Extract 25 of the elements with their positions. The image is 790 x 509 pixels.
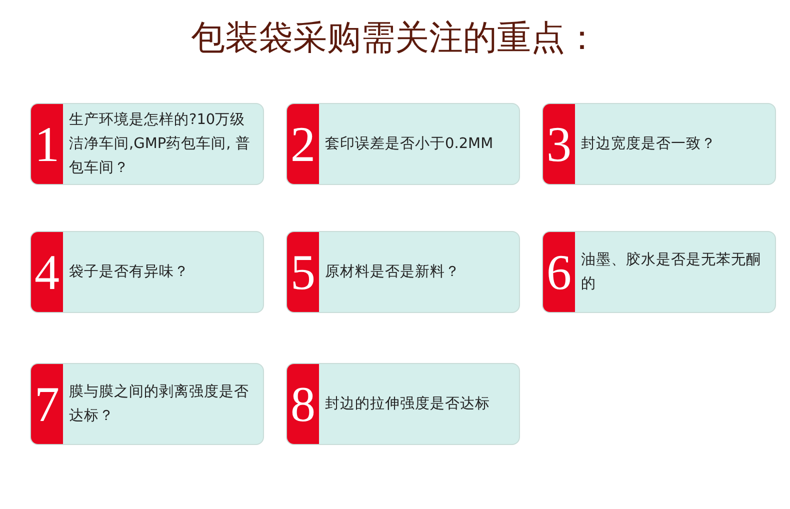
title: 包装袋采购需关注的重点： — [191, 17, 599, 60]
step-number: 5 — [290, 244, 316, 300]
question-text: 膜与膜之间的剥离强度是否达标？ — [69, 382, 250, 426]
question-text: 生产环境是怎样的?10万级洁净车间,GMP药包车间, 普包车间？ — [69, 110, 252, 178]
question-text: 封边的拉伸强度是否达标 — [325, 394, 490, 414]
step-number: 7 — [34, 376, 60, 432]
question-text: 原材料是否是新料？ — [325, 262, 460, 282]
step-number: 2 — [290, 116, 316, 172]
question-card — [30, 363, 264, 445]
step-number: 8 — [290, 376, 316, 432]
step-number: 4 — [34, 244, 60, 300]
step-number: 6 — [546, 244, 572, 300]
question-text: 油墨、胶水是否是无苯无酮的 — [581, 250, 762, 294]
step-number: 3 — [546, 116, 572, 172]
question-card — [286, 103, 520, 185]
question-card — [286, 363, 520, 445]
question-card — [286, 231, 520, 313]
step-number: 1 — [34, 116, 60, 172]
question-card — [542, 103, 776, 185]
question-card — [30, 231, 264, 313]
question-text: 袋子是否有异味？ — [69, 263, 189, 282]
question-card — [542, 231, 776, 313]
question-text: 封边宽度是否一致？ — [581, 134, 716, 154]
question-text: 套印误差是否小于0.2MM — [325, 135, 494, 154]
question-card — [30, 103, 264, 185]
